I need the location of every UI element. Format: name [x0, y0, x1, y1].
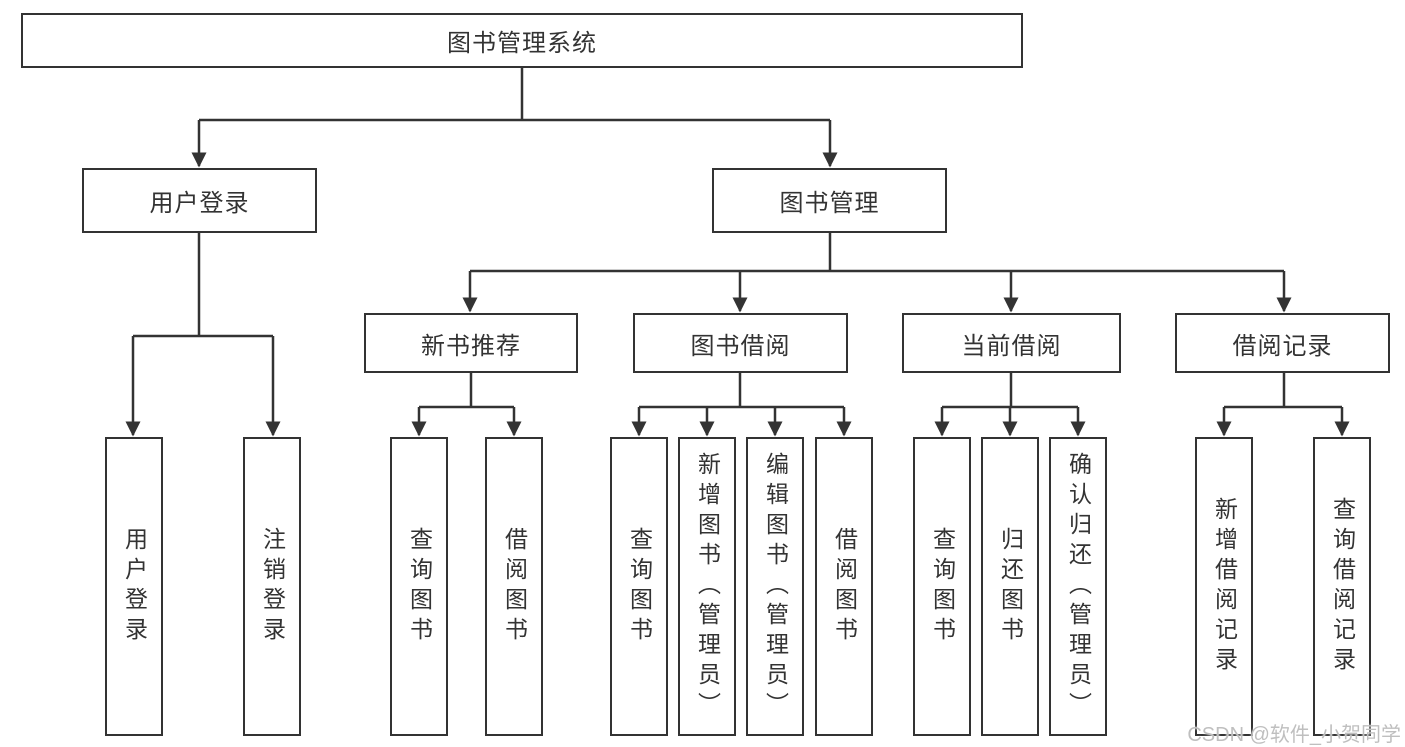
leaf-label: 注销登录 [259, 526, 286, 647]
connector-trunk-user-login [133, 233, 273, 338]
node-label: 新书推荐 [421, 332, 521, 360]
leaf-query-borrow-record: 查询借阅记录 [1313, 437, 1371, 736]
leaf-label: 查询图书 [406, 526, 433, 647]
connector-trunk-current-borrow [942, 373, 1078, 409]
node-label: 图书管理 [779, 190, 880, 217]
csdn-watermark: CSDN @软件_小贺同学 [1187, 724, 1401, 746]
node-label: 用户登录 [149, 190, 250, 217]
leaf-user-login: 用户登录 [105, 437, 163, 736]
leaf-confirm-return-admin: 确认归还（管理员） [1049, 437, 1107, 736]
leaf-logout: 注销登录 [243, 437, 301, 736]
connector-trunk-borrow-record [1224, 373, 1342, 409]
leaf-label: 借阅图书 [501, 526, 528, 647]
node-label: 借阅记录 [1232, 332, 1333, 360]
leaf-query-book-current: 查询图书 [913, 437, 971, 736]
leaf-label: 新增借阅记录 [1211, 496, 1238, 677]
leaf-query-book-borrow: 查询图书 [610, 437, 668, 736]
leaf-add-book-admin: 新增图书（管理员） [678, 437, 736, 736]
node-book-management: 图书管理 [712, 168, 947, 233]
leaf-label: 查询借阅记录 [1329, 496, 1356, 677]
leaf-label: 新增图书（管理员） [694, 451, 721, 722]
node-label: 图书借阅 [690, 332, 791, 360]
leaf-edit-book-admin: 编辑图书（管理员） [746, 437, 804, 736]
node-label: 当前借阅 [961, 332, 1062, 360]
leaf-label: 用户登录 [121, 526, 148, 647]
leaf-borrow-book-recommend: 借阅图书 [485, 437, 543, 736]
leaf-add-borrow-record: 新增借阅记录 [1195, 437, 1253, 736]
leaf-return-book: 归还图书 [981, 437, 1039, 736]
leaf-label: 借阅图书 [831, 526, 858, 647]
leaf-label: 查询图书 [626, 526, 653, 647]
node-user-login: 用户登录 [82, 168, 317, 233]
leaf-query-book-recommend: 查询图书 [390, 437, 448, 736]
leaf-label: 确认归还（管理员） [1065, 451, 1092, 722]
node-root-library-system: 图书管理系统 [21, 13, 1023, 68]
node-borrow-record: 借阅记录 [1175, 313, 1390, 373]
node-label: 图书管理系统 [447, 30, 597, 57]
connector-trunk-book-borrow [639, 373, 844, 409]
connector-trunk-book-management [470, 233, 1284, 273]
leaf-label: 查询图书 [929, 526, 956, 647]
node-new-book-recommend: 新书推荐 [364, 313, 578, 373]
connector-trunk-root [199, 68, 830, 122]
leaf-label: 编辑图书（管理员） [762, 451, 789, 722]
leaf-label: 归还图书 [997, 526, 1024, 647]
node-current-borrow: 当前借阅 [902, 313, 1121, 373]
leaf-borrow-book: 借阅图书 [815, 437, 873, 736]
connector-trunk-new-book [419, 373, 514, 409]
node-book-borrow: 图书借阅 [633, 313, 848, 373]
